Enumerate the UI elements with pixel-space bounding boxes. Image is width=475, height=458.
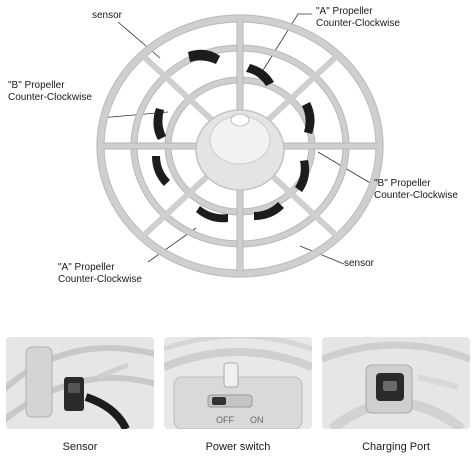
callout-propeller-b-right: "B" Propeller Counter-Clockwise [374, 178, 458, 202]
callout-sensor-top: sensor [92, 10, 122, 22]
power-switch-closeup-image: OFF ON [164, 337, 312, 429]
callout-text: sensor [344, 258, 375, 269]
callout-propeller-a-top: "A" Propeller Counter-Clockwise [316, 6, 400, 30]
callout-text: Counter-Clockwise [316, 18, 400, 29]
thumbnail-charging-port [322, 337, 470, 429]
thumbnail-power-switch: OFF ON [164, 337, 312, 429]
callout-text: Counter-Clockwise [8, 92, 92, 103]
callout-propeller-a-bottom: "A" Propeller Counter-Clockwise [58, 262, 142, 286]
leader-lines [99, 13, 373, 265]
drone-cage-diagram [96, 13, 384, 278]
charging-port-closeup-image [322, 337, 470, 429]
thumbnail-sensor [6, 337, 154, 429]
thumbnail-caption-charging-port: Charging Port [362, 441, 430, 453]
callout-sensor-bottom: sensor [344, 258, 374, 270]
callout-text: "A" Propeller [316, 6, 373, 17]
callout-text: "B" Propeller [374, 178, 431, 189]
callout-text: Counter-Clockwise [374, 190, 458, 201]
callout-text: "A" Propeller [58, 262, 115, 273]
sensor-closeup-image [6, 337, 154, 429]
callout-propeller-b-left: "B" Propeller Counter-Clockwise [8, 80, 92, 104]
callout-text: sensor [92, 10, 123, 21]
switch-off-label: OFF [216, 415, 234, 425]
thumbnail-caption-sensor: Sensor [62, 441, 98, 453]
callout-text: Counter-Clockwise [58, 274, 142, 285]
thumbnail-caption-power-switch: Power switch [205, 441, 271, 453]
propellers [152, 49, 315, 223]
switch-on-label: ON [250, 415, 264, 425]
callout-text: "B" Propeller [8, 80, 65, 91]
drone-body [195, 109, 285, 191]
